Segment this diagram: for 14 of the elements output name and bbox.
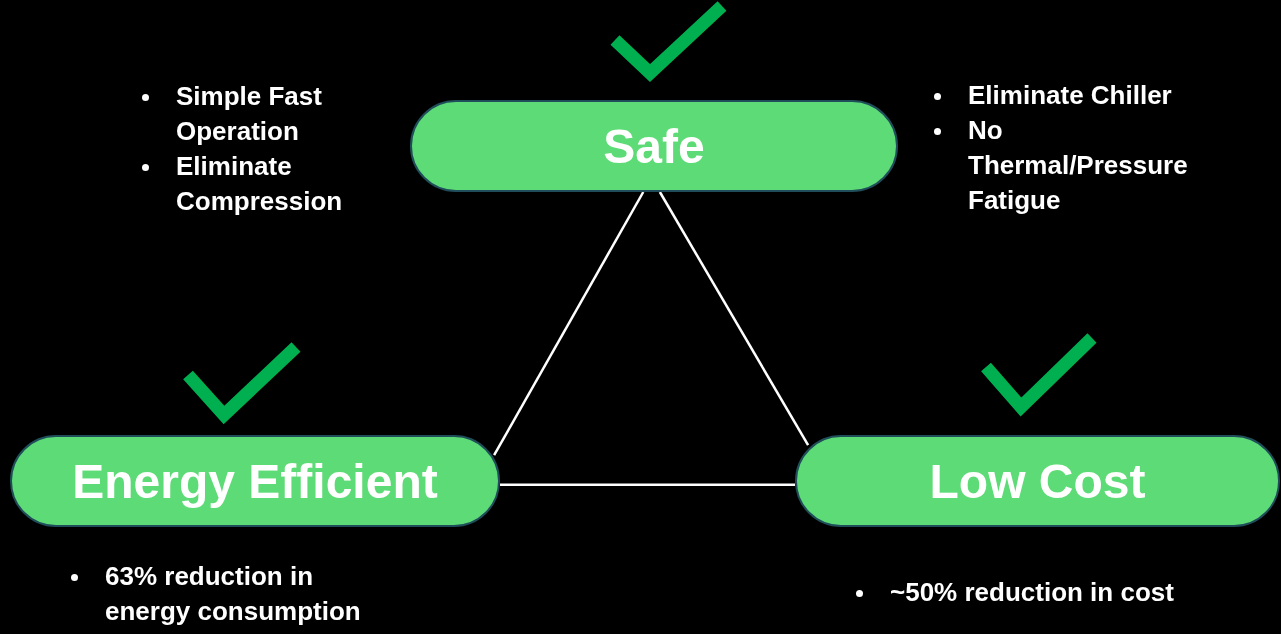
bullet-text: Eliminate Compression <box>176 150 344 218</box>
node-label: Low Cost <box>929 453 1146 509</box>
bullet-text: Simple Fast Operation <box>176 80 323 148</box>
node-label: Energy Efficient <box>72 453 438 509</box>
connector-line <box>658 191 810 446</box>
connector-line <box>493 191 645 456</box>
rounded-box <box>10 435 500 527</box>
bullet-text: No Thermal/Pressure Fatigue <box>968 114 1189 217</box>
rounded-box <box>795 435 1280 527</box>
bullet-text: ~50% reduction in cost <box>890 576 1175 609</box>
bullet-text: 63% reduction in energy consumption <box>105 560 362 628</box>
node-label: Safe <box>603 118 705 174</box>
connector-line <box>500 483 795 486</box>
bullet-text: Eliminate Chiller <box>968 79 1173 112</box>
